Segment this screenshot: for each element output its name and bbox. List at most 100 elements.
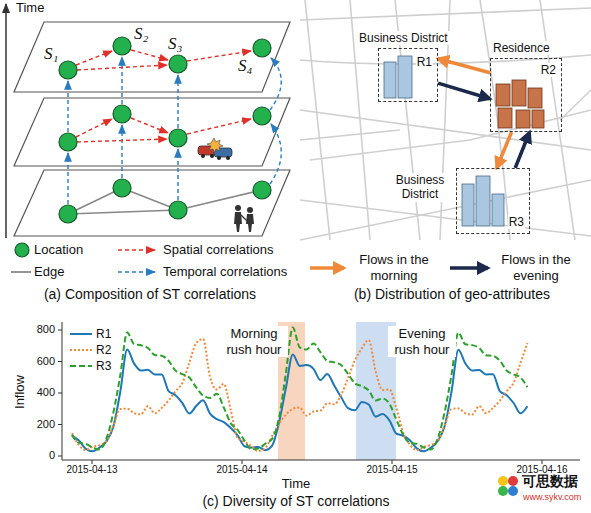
location-node xyxy=(59,205,77,223)
inflow-line xyxy=(72,350,527,452)
label: 200 xyxy=(37,418,55,431)
legend-entry: Location xyxy=(34,242,83,258)
label: S₃ xyxy=(168,34,182,54)
label: Time xyxy=(282,476,310,492)
spatial-arrow xyxy=(76,51,112,65)
legend-sample xyxy=(450,266,488,270)
label: 可思数据 xyxy=(522,473,578,490)
label: S₄ xyxy=(238,56,252,76)
temporal-arrow xyxy=(177,75,178,128)
region-id: R3 xyxy=(508,215,525,229)
chart-axis xyxy=(392,460,393,464)
legend-sample xyxy=(118,271,155,273)
label: S₂ xyxy=(134,24,148,44)
crash-icon xyxy=(226,156,230,160)
chart-axis xyxy=(58,322,580,464)
legend-sample xyxy=(11,271,31,273)
time-axis xyxy=(5,4,7,238)
crash-icon xyxy=(201,154,205,158)
flow-arrow xyxy=(497,132,512,168)
legend-sample xyxy=(70,334,92,366)
spatial-arrow xyxy=(187,119,251,134)
location-node xyxy=(253,39,271,57)
residential-building xyxy=(496,80,544,128)
musician-icon xyxy=(235,205,241,211)
region-box: Business DistrictR1 xyxy=(378,48,438,102)
legend-sample xyxy=(11,243,155,272)
legend-text: Flows in the evening xyxy=(501,252,570,283)
chart-axis xyxy=(58,330,62,331)
region-id: R1 xyxy=(416,55,433,69)
region-id: R2 xyxy=(540,63,557,77)
legend-sample xyxy=(70,349,92,351)
road-map xyxy=(560,90,591,120)
location-node xyxy=(169,55,187,73)
graph-layer xyxy=(14,98,290,166)
legend-entry: R2 xyxy=(96,343,111,358)
watermark-logo xyxy=(508,486,518,496)
office-building xyxy=(384,56,504,226)
spatial-arrow xyxy=(76,119,112,137)
musician-icon xyxy=(241,215,248,222)
legend-entry: Spatial correlations xyxy=(163,242,274,258)
time-axis xyxy=(6,4,7,238)
legend-sample xyxy=(70,333,92,335)
location-node xyxy=(169,201,187,219)
chart-axis xyxy=(62,322,63,460)
label: www.sykv.com xyxy=(523,492,581,503)
spatial-arrow xyxy=(131,50,168,60)
spatial-arrow xyxy=(77,65,167,70)
legend-sample xyxy=(70,365,92,367)
label: (c) Diversity of ST correlations xyxy=(202,493,389,510)
graph-edge xyxy=(68,210,178,214)
legend-text: Temporal correlations xyxy=(163,264,287,279)
temporal-arrow xyxy=(270,58,281,110)
legend-text: R3 xyxy=(96,359,111,373)
road-map xyxy=(300,0,591,240)
inflow-series xyxy=(72,327,527,451)
location-node xyxy=(253,181,271,199)
road-map xyxy=(300,130,400,140)
location-node xyxy=(169,129,187,147)
location-node xyxy=(253,107,271,125)
label: 800 xyxy=(37,323,55,336)
legend-entry: R1 xyxy=(96,327,111,342)
chart-axis xyxy=(92,460,93,464)
temporal-arrow xyxy=(67,153,68,204)
watermark-logo xyxy=(508,476,518,486)
watermark-logo xyxy=(498,476,508,486)
crash-icon xyxy=(207,138,223,153)
musician-icon xyxy=(234,205,254,232)
label: 2015-04-14 xyxy=(216,464,267,476)
crash-icon xyxy=(217,156,221,160)
graph-layer xyxy=(14,22,290,92)
chart-axis xyxy=(58,393,62,394)
chart-axis xyxy=(58,424,62,425)
legend-text: Flows in the morning xyxy=(359,252,428,283)
office-building xyxy=(398,56,412,98)
road-map xyxy=(305,0,330,240)
label: 400 xyxy=(37,386,55,399)
residential-building xyxy=(512,80,526,106)
region-heading: Business District xyxy=(389,173,451,202)
temporal-arrow xyxy=(121,125,122,178)
legend-sample xyxy=(118,249,155,251)
residential-building xyxy=(498,108,512,128)
location-node xyxy=(59,133,77,151)
residential-building xyxy=(528,88,542,108)
legend-sample xyxy=(310,266,344,270)
region-heading: Residence xyxy=(491,41,552,55)
temporal-arrow xyxy=(270,124,281,184)
musician-icon xyxy=(246,214,254,232)
label: Evening rush hour xyxy=(388,326,456,357)
label: Inflow xyxy=(12,375,28,409)
legend-entry: Temporal correlations xyxy=(163,264,287,280)
label: (a) Composition of ST correlations xyxy=(44,286,256,303)
watermark-logo xyxy=(498,476,518,496)
spatial-arrow xyxy=(77,139,167,142)
legend-entry: Edge xyxy=(34,264,64,280)
graph-layer xyxy=(14,22,290,236)
graph-edge xyxy=(68,188,262,214)
chart-axis xyxy=(542,460,543,464)
inflow-line xyxy=(72,339,527,451)
